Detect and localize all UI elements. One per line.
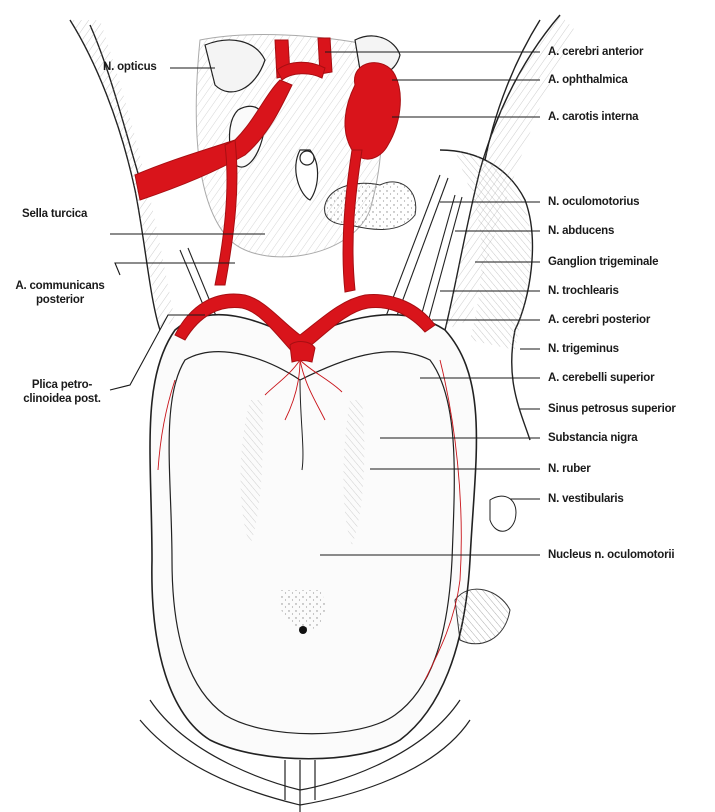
label-a-carotis-interna: A. carotis interna xyxy=(548,110,638,124)
label-n-abducens: N. abducens xyxy=(548,224,614,238)
label-a-ophthalmica: A. ophthalmica xyxy=(548,73,628,87)
midbrain xyxy=(150,315,476,759)
label-plica-petroclinoidea: Plica petro- clinoidea post. xyxy=(14,378,110,406)
label-n-trigeminus: N. trigeminus xyxy=(548,342,619,356)
label-sinus-petrosus-superior: Sinus petrosus superior xyxy=(548,402,676,416)
label-nucleus-n-oculomotorii: Nucleus n. oculomotorii xyxy=(548,548,674,562)
label-a-cerebelli-superior: A. cerebelli superior xyxy=(548,371,654,385)
label-a-communicans-posterior: A. communicans posterior xyxy=(12,279,108,307)
label-a-communicans-line1: A. communicans xyxy=(12,279,108,293)
label-ganglion-trigeminale: Ganglion trigeminale xyxy=(548,255,658,269)
label-n-trochlearis: N. trochlearis xyxy=(548,284,619,298)
oculomotor-stipple xyxy=(325,182,416,230)
label-substancia-nigra: Substancia nigra xyxy=(548,431,637,445)
label-n-vestibularis: N. vestibularis xyxy=(548,492,624,506)
vestibular-region xyxy=(455,589,510,644)
label-plica-line1: Plica petro- xyxy=(14,378,110,392)
label-a-cerebri-anterior: A. cerebri anterior xyxy=(548,45,643,59)
label-plica-line2: clinoidea post. xyxy=(14,392,110,406)
label-a-cerebri-posterior: A. cerebri posterior xyxy=(548,313,650,327)
label-a-communicans-line2: posterior xyxy=(12,293,108,307)
aqueduct-dot xyxy=(299,626,307,634)
label-n-ruber: N. ruber xyxy=(548,462,591,476)
label-n-oculomotorius: N. oculomotorius xyxy=(548,195,639,209)
label-sella-turcica: Sella turcica xyxy=(22,207,87,221)
label-n-opticus: N. opticus xyxy=(103,60,157,74)
